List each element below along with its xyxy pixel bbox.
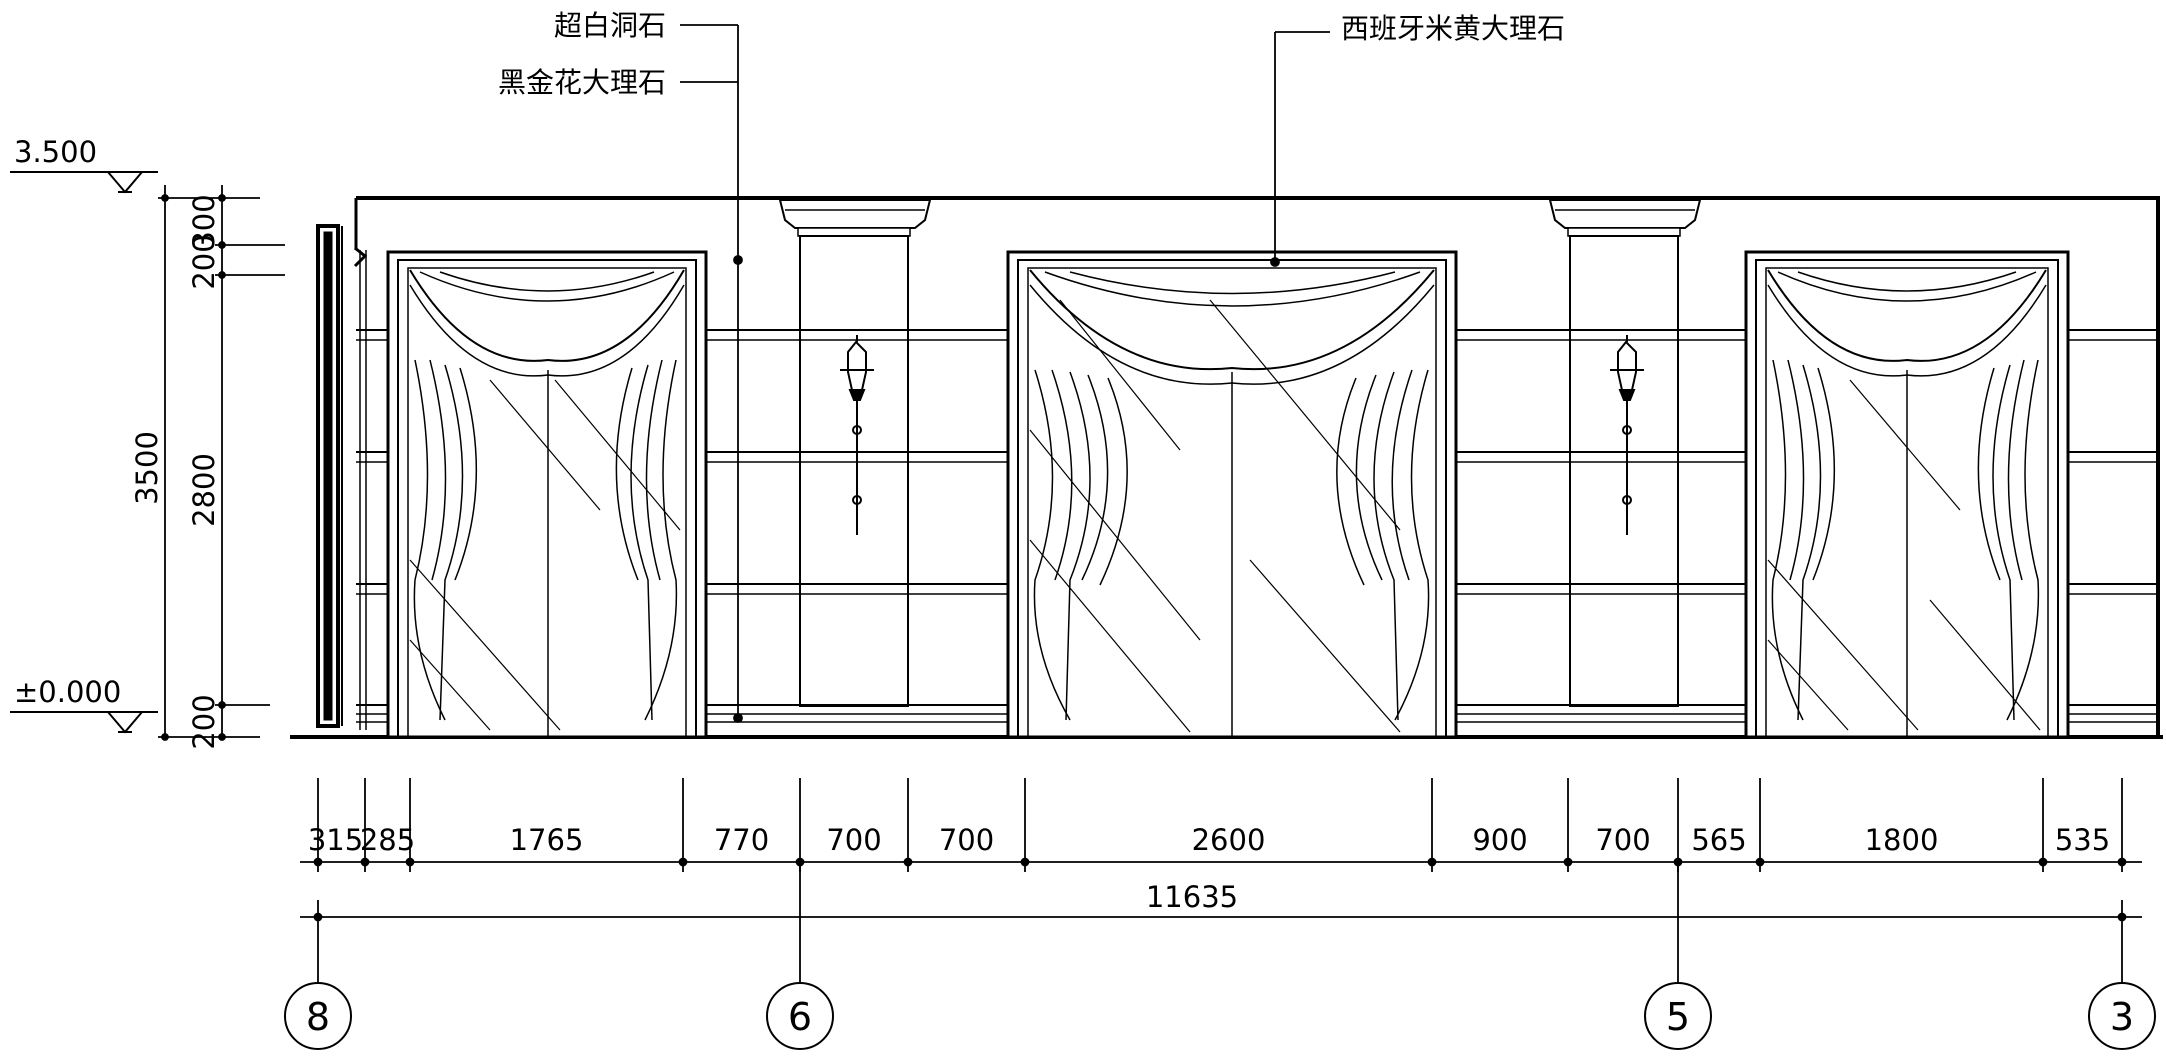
grid-axis-label: 6 [788,995,812,1039]
horizontal-dim-segment: 1800 [1865,823,1939,857]
grid-axis-label: 8 [306,995,330,1039]
level-text-top: 3.500 [14,135,97,169]
pilaster-right [1548,199,1702,707]
grid-axis-bubble [766,982,834,1050]
leader-lines [680,24,1330,723]
window-opening-left [386,250,708,739]
door-opening-center [1006,250,1458,739]
vertical-dimension-lines [158,185,285,741]
grid-axis-bubble [1644,982,1712,1050]
horizontal-dim-segment: 535 [2055,823,2110,857]
grid-axis-markers: 8 6 5 3 [284,860,2156,1050]
material-label-stone-2: 黑金花大理石 [498,66,666,99]
grid-axis-label: 3 [2110,995,2134,1039]
grid-axis-bubble [2088,982,2156,1050]
grid-axis-label: 5 [1666,995,1690,1039]
vertical-dim-top-1: 300 [187,194,221,249]
grid-axis-bubble [284,982,352,1050]
horizontal-dim-segment: 770 [714,823,769,857]
vertical-dim-bottom: 200 [187,694,221,749]
level-text-bottom: ±0.000 [14,675,121,709]
left-edge-panel [316,224,368,730]
wall-lamp-left [840,335,874,535]
material-label-stone-1: 超白洞石 [554,9,666,42]
window-opening-right [1744,250,2070,739]
material-label-stone-3: 西班牙米黄大理石 [1341,12,1565,45]
vertical-dim-top-2: 200 [187,234,221,289]
horizontal-dim-segment: 700 [939,823,994,857]
horizontal-dim-segment: 315 [308,823,363,857]
level-mark-bottom [10,711,158,734]
level-mark-top [10,171,158,194]
vertical-dim-total: 3500 [130,431,164,505]
pilaster-left [778,199,932,707]
horizontal-dim-segment: 2600 [1192,823,1266,857]
horizontal-dimension-lines [300,778,2142,922]
horizontal-dim-total: 11635 [1146,880,1238,914]
horizontal-dim-segment: 285 [360,823,415,857]
vertical-dim-middle: 2800 [187,453,221,527]
wall-lamp-right [1610,335,1644,535]
horizontal-dim-segment: 565 [1691,823,1746,857]
horizontal-dim-segment: 1765 [510,823,584,857]
horizontal-dim-segment: 700 [1595,823,1650,857]
horizontal-dim-segment: 700 [826,823,881,857]
horizontal-dim-segment: 900 [1472,823,1527,857]
